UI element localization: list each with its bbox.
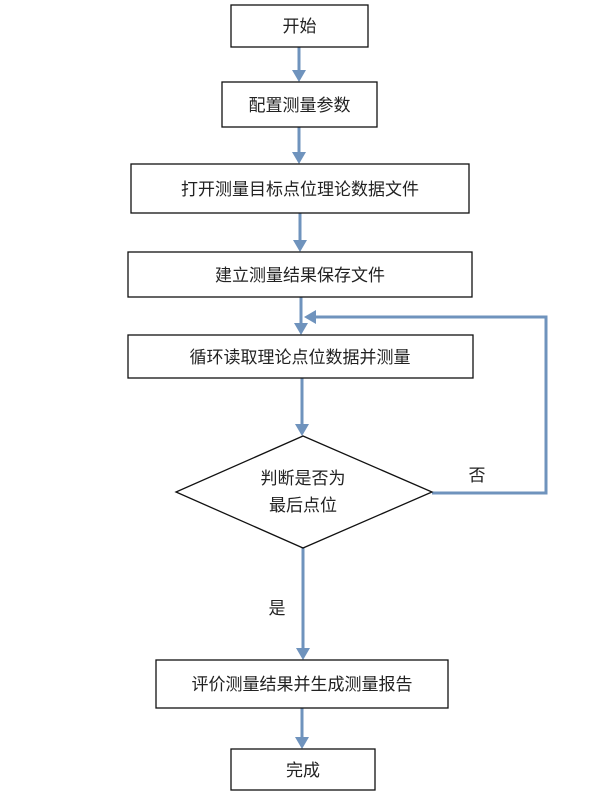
step-create-file: 建立测量结果保存文件 <box>127 251 473 298</box>
step-open-file-label: 打开测量目标点位理论数据文件 <box>181 180 419 200</box>
decision-last-point: 判断是否为 最后点位 <box>174 435 434 549</box>
arrowhead <box>292 70 306 82</box>
decision-label-line2: 最后点位 <box>269 496 337 516</box>
arrowhead <box>295 737 309 749</box>
step-configure-label: 配置测量参数 <box>249 96 351 116</box>
step-finish: 完成 <box>230 748 376 791</box>
arrowhead <box>293 240 307 252</box>
step-loop-read: 循环读取理论点位数据并测量 <box>127 334 474 379</box>
step-start-label: 开始 <box>283 17 317 37</box>
arrowhead <box>295 424 309 436</box>
step-configure: 配置测量参数 <box>221 81 378 128</box>
step-start: 开始 <box>230 4 369 48</box>
step-evaluate-label: 评价测量结果并生成测量报告 <box>192 675 413 695</box>
step-open-file: 打开测量目标点位理论数据文件 <box>130 163 470 214</box>
label-no: 否 <box>469 466 486 486</box>
connectors <box>292 47 548 749</box>
arrowhead <box>292 152 306 164</box>
arrowhead <box>296 648 310 660</box>
step-finish-label: 完成 <box>286 761 320 781</box>
step-loop-read-label: 循环读取理论点位数据并测量 <box>190 348 411 368</box>
arrowhead <box>304 310 316 324</box>
decision-label-line1: 判断是否为 <box>261 469 346 489</box>
step-create-file-label: 建立测量结果保存文件 <box>215 266 385 286</box>
arrow-no-loop-back <box>315 315 548 495</box>
label-yes: 是 <box>269 599 286 619</box>
arrowhead <box>294 323 308 335</box>
step-evaluate: 评价测量结果并生成测量报告 <box>155 659 449 709</box>
